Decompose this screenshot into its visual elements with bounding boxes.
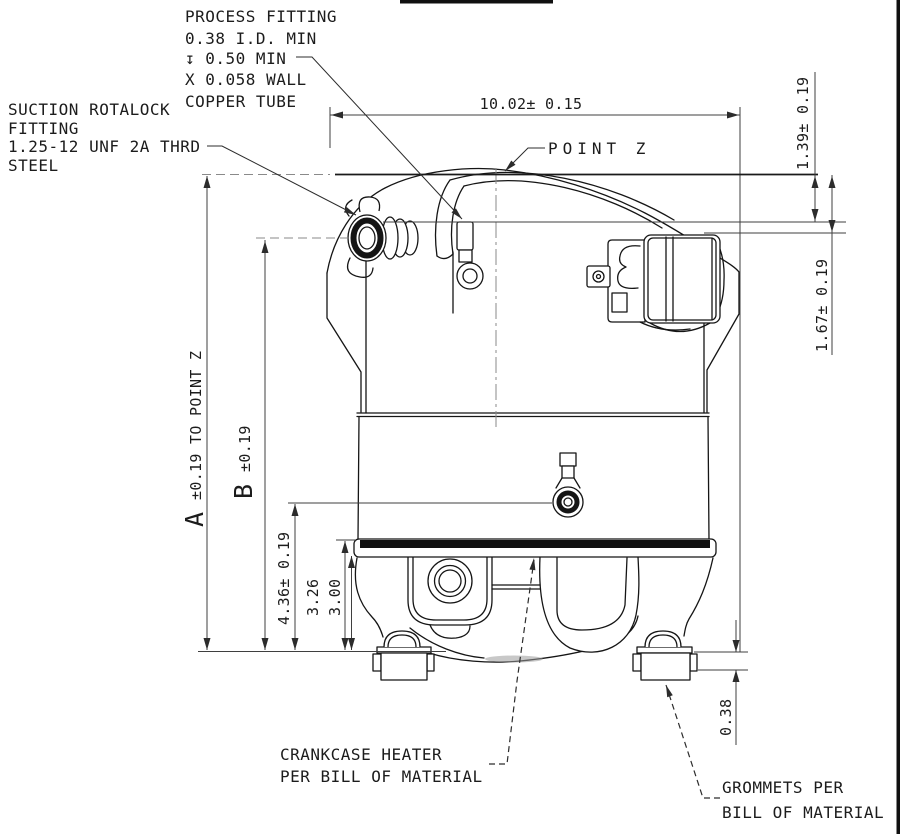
crankcase-leader — [489, 559, 535, 765]
dim-4-36: 4.36± 0.19 — [275, 532, 293, 625]
suction-fitting-label-1: SUCTION ROTALOCK — [8, 100, 170, 119]
crankcase-heater-label-2: PER BILL OF MATERIAL — [280, 767, 483, 786]
dimension-lines — [198, 72, 846, 745]
process-fitting-label-2: 0.38 I.D. MIN — [185, 29, 317, 48]
dim-b-tolerance: ±0.19 — [236, 425, 254, 472]
suction-fitting-label-3: 1.25-12 UNF 2A THRD — [8, 137, 201, 156]
right-edge-border — [896, 0, 900, 834]
mounting-feet-grommets — [372, 630, 698, 681]
process-fitting-label-5: COPPER TUBE — [185, 92, 296, 111]
suction-fitting-label-4: STEEL — [8, 156, 59, 175]
dim-1-39: 1.39± 0.19 — [794, 77, 812, 170]
grommets-label-1: GROMMETS PER — [722, 778, 844, 797]
suction-leader — [207, 145, 357, 216]
process-fitting-label-3: ↧ 0.50 MIN — [185, 49, 286, 68]
leader-lines — [207, 56, 720, 799]
process-fitting — [452, 221, 484, 314]
dim-1-67: 1.67± 0.19 — [813, 259, 831, 352]
process-fitting-label-1: PROCESS FITTING — [185, 7, 337, 26]
dim-3-26: 3.26 — [304, 579, 322, 616]
dim-a: A ±0.19 TO POINT Z — [180, 351, 209, 527]
process-leader — [296, 56, 463, 220]
grommets-label-2: BILL OF MATERIAL — [722, 803, 884, 822]
suction-fitting-label-2: FITTING — [8, 119, 79, 138]
suction-rotalock-fitting — [345, 196, 419, 278]
overall-width-dim: 10.02± 0.15 — [480, 95, 583, 113]
point-z-leader — [504, 147, 545, 172]
terminal-box — [586, 234, 725, 333]
annotations: PROCESS FITTING 0.38 I.D. MIN ↧ 0.50 MIN… — [8, 7, 884, 822]
grommet-left — [380, 652, 428, 681]
top-edge-artifact — [400, 0, 553, 4]
lower-casting — [354, 556, 714, 663]
dim-b: B ±0.19 — [229, 425, 258, 499]
grommet-tab — [689, 653, 698, 672]
grommets-leader — [665, 684, 720, 799]
dim-b-letter: B — [229, 484, 258, 499]
grommet-tab — [372, 653, 382, 672]
scan-artifacts — [400, 0, 900, 834]
grommet-tab — [632, 653, 642, 672]
oil-fitting — [552, 452, 584, 518]
crankcase-heater-label-1: CRANKCASE HEATER — [280, 745, 442, 764]
dim-0-38: 0.38 — [717, 699, 735, 736]
grommet-tab — [426, 653, 435, 672]
arrowheads — [203, 111, 836, 698]
dim-a-letter: A — [180, 512, 209, 527]
process-fitting-label-4: X 0.058 WALL — [185, 70, 307, 89]
point-z-label: POINT Z — [548, 139, 650, 158]
crankcase-heater-band — [353, 538, 717, 558]
terminal-bracket — [586, 265, 611, 288]
grommet-right — [640, 652, 691, 681]
dim-3-00: 3.00 — [326, 579, 344, 616]
dim-a-tolerance: ±0.19 TO POINT Z — [187, 351, 205, 500]
centerlines — [202, 168, 497, 428]
